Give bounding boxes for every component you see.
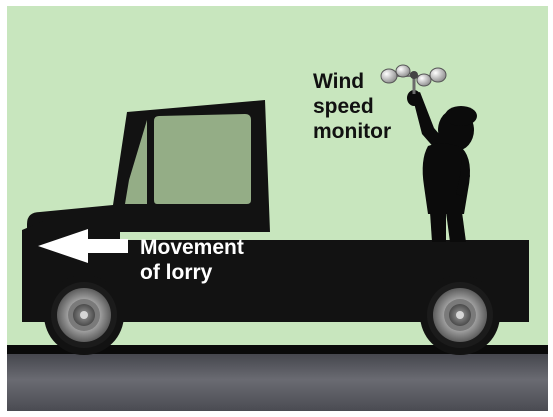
- wind-monitor-line-1: Wind: [313, 69, 391, 94]
- cab-window: [154, 114, 251, 204]
- movement-line-2: of lorry: [140, 260, 244, 285]
- wind-monitor-line-2: speed: [313, 94, 391, 119]
- road: [7, 349, 548, 411]
- rear-wheel: [427, 282, 493, 348]
- wind-speed-monitor-label: Wind speed monitor: [313, 69, 391, 144]
- movement-of-lorry-label: Movement of lorry: [140, 235, 244, 285]
- front-wheel: [51, 282, 117, 348]
- movement-line-1: Movement: [140, 235, 244, 260]
- wind-monitor-line-3: monitor: [313, 119, 391, 144]
